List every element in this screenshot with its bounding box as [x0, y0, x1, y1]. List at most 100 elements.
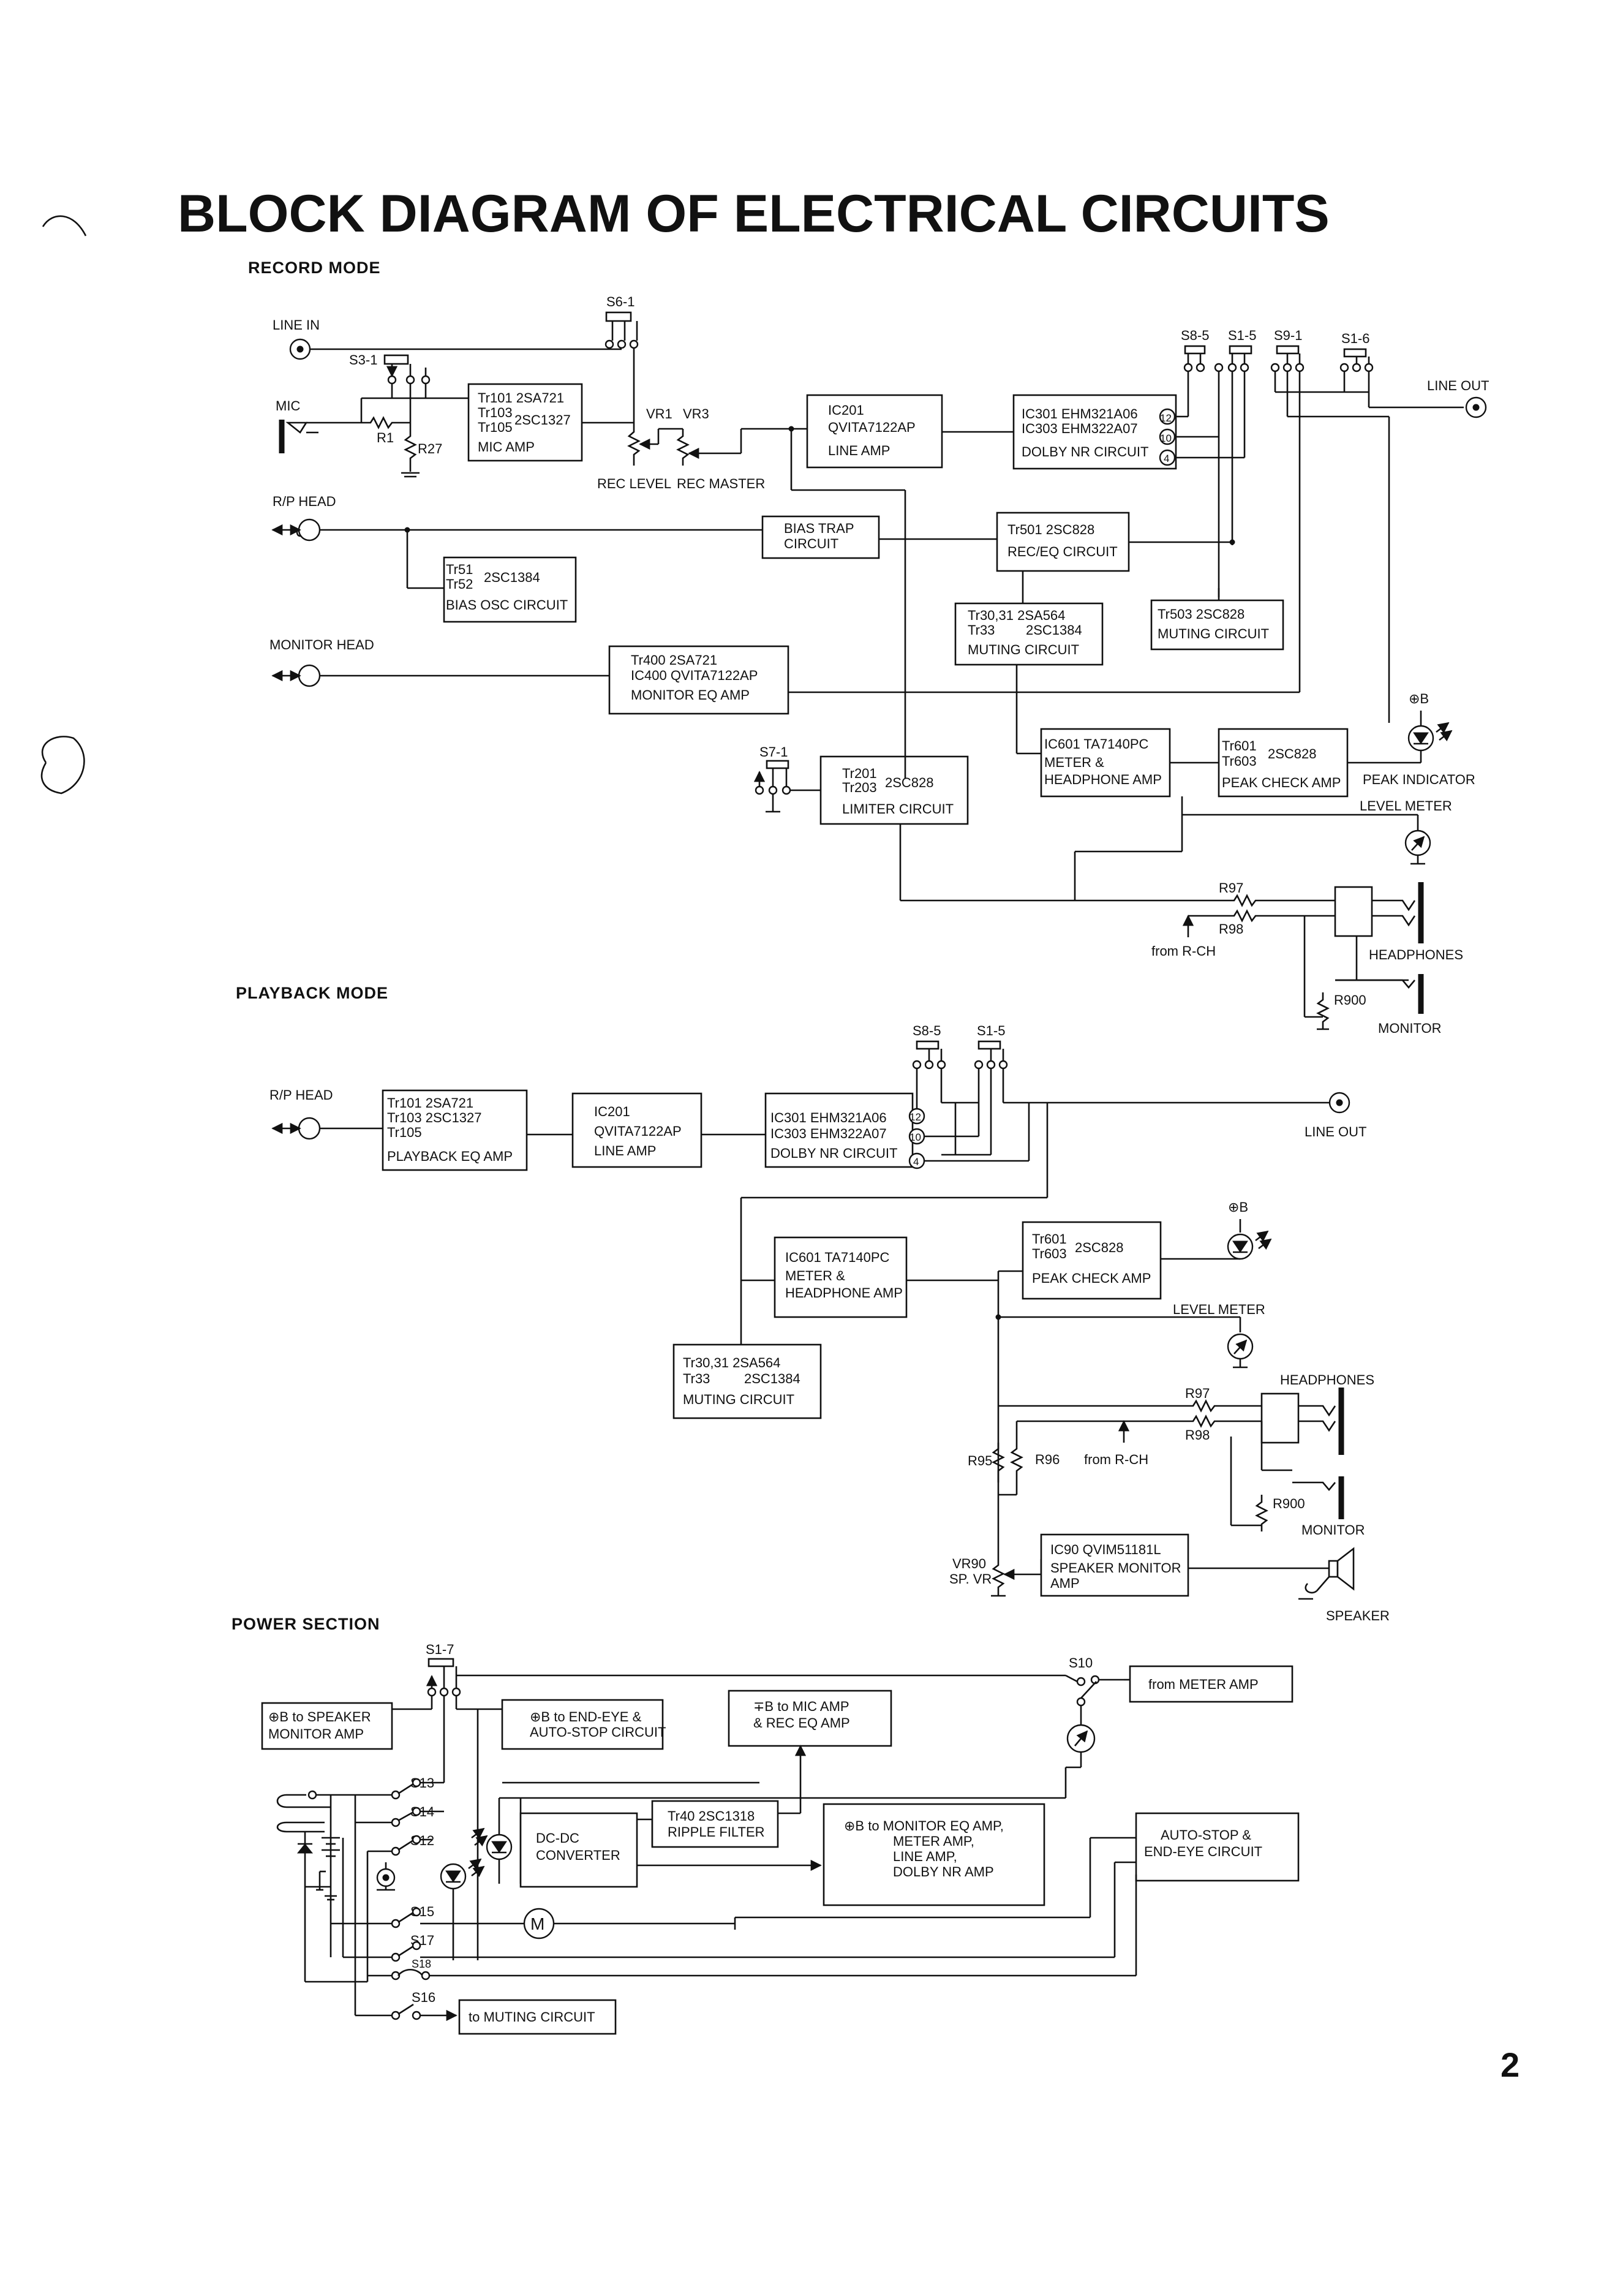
- ic301-line3: DOLBY NR CIRCUIT: [1022, 444, 1148, 459]
- r95-label: R95: [968, 1453, 992, 1468]
- level-meter-icon: [1404, 829, 1431, 865]
- pb-pin-10-label: 10: [909, 1131, 921, 1143]
- pb-tr30-line3: 2SC1384: [744, 1371, 800, 1386]
- r95-resistor: [992, 1443, 1005, 1482]
- headphones-jack-icon: [1334, 882, 1424, 981]
- from-meter-amp-label: from METER AMP: [1148, 1677, 1259, 1692]
- s3-1-switch: [383, 354, 409, 365]
- s1-7-contacts: [392, 1666, 1066, 1746]
- tr400-monitor-eq-block: [608, 645, 789, 715]
- s6-1-label: S6-1: [606, 294, 635, 309]
- pb-level-meter-label: LEVEL METER: [1173, 1302, 1265, 1317]
- s14-switch: [355, 1807, 444, 1827]
- rp-head-label: R/P HEAD: [273, 494, 336, 509]
- pb-eq-line2: Tr103 2SC1327: [387, 1110, 482, 1125]
- pb-rp-head-symbol: [271, 1117, 321, 1140]
- s7-1-label: S7-1: [759, 744, 788, 760]
- tr503-line1: Tr503 2SC828: [1158, 606, 1245, 622]
- auto-stop-end-eye-block: [1135, 1812, 1300, 1882]
- dc-dc-converter-block: [519, 1812, 638, 1888]
- level-meter-label: LEVEL METER: [1360, 798, 1452, 814]
- plus-b-end-eye-block: [501, 1699, 664, 1750]
- tr201-line4: LIMITER CIRCUIT: [842, 801, 954, 817]
- tr601-line1: Tr601: [1222, 738, 1257, 753]
- pb-eq-amp-block: [382, 1089, 528, 1171]
- pb-tr601-line4: PEAK CHECK AMP: [1032, 1271, 1151, 1286]
- ic90-line2: SPEAKER MONITOR: [1050, 1560, 1181, 1576]
- pb-peak-led-icon: [1227, 1230, 1272, 1260]
- rec-master-label: REC MASTER: [677, 476, 765, 491]
- pb-eq-line3: Tr105: [387, 1125, 422, 1140]
- ripple-filter-block: [651, 1800, 779, 1848]
- end-eye-line2: AUTO-STOP CIRCUIT: [530, 1724, 666, 1740]
- tr501-line1: Tr501 2SC828: [1007, 522, 1094, 537]
- from-meter-amp-block: [1129, 1665, 1294, 1703]
- ic601-meter-headphone-block: [1040, 728, 1171, 798]
- pb-tr601-peak-check-block: [1022, 1221, 1162, 1300]
- s15-switch: [331, 1907, 524, 1928]
- pb-s8-5-label: S8-5: [913, 1023, 941, 1038]
- r96-label: R96: [1035, 1452, 1060, 1467]
- pin-10-label: 10: [1160, 432, 1172, 444]
- r27-label: R27: [418, 441, 442, 456]
- r900-label: R900: [1334, 992, 1366, 1008]
- ripple-line1: Tr40 2SC1318: [668, 1808, 755, 1824]
- ic301-dolby-block: [1012, 394, 1177, 470]
- pb-ic601-line3: HEADPHONE AMP: [785, 1285, 903, 1301]
- ic601-line2: METER &: [1044, 755, 1104, 770]
- monitor-eq-line2: METER AMP,: [893, 1833, 974, 1849]
- pb-tr601-line2: Tr603: [1032, 1246, 1067, 1261]
- mic-amp-line4: 2SC1327: [514, 412, 571, 428]
- s18-switch: [367, 1968, 1136, 1981]
- monitor-eq-line4: DOLBY NR AMP: [893, 1864, 994, 1879]
- r98-resistor: [1188, 909, 1335, 923]
- pb-tr30-line2: Tr33: [683, 1371, 710, 1386]
- bias-trap-line2: CIRCUIT: [784, 536, 838, 551]
- ic90-line3: AMP: [1050, 1576, 1080, 1591]
- bias-osc-line3: 2SC1384: [484, 570, 540, 585]
- s1-7-switch: [427, 1658, 454, 1667]
- bias-osc-line4: BIAS OSC CIRCUIT: [446, 597, 568, 613]
- rec-level-label: REC LEVEL: [597, 476, 671, 491]
- monitor-eq-line3: LINE AMP,: [893, 1849, 957, 1864]
- pb-ic601-line2: METER &: [785, 1268, 845, 1283]
- speaker-label: SPEAKER: [1326, 1608, 1390, 1623]
- monitor-eq-line1: ⊕B to MONITOR EQ AMP,: [844, 1818, 1004, 1833]
- r97-label: R97: [1219, 880, 1243, 896]
- mic-label: MIC: [276, 398, 300, 414]
- pb-headphones-jack-icon: [1260, 1388, 1344, 1455]
- record-mode-heading: RECORD MODE: [248, 259, 381, 277]
- pb-r900-label: R900: [1273, 1496, 1305, 1511]
- bias-osc-line1: Tr51: [446, 562, 473, 577]
- playback-mode-heading: PLAYBACK MODE: [236, 984, 388, 1002]
- power-section-heading: POWER SECTION: [232, 1615, 380, 1633]
- tr601-line4: PEAK CHECK AMP: [1222, 775, 1341, 790]
- monitor-label: MONITOR: [1378, 1021, 1441, 1036]
- tr400-line2: IC400 QVITA7122AP: [631, 668, 758, 683]
- vr90-pot: [992, 1559, 1005, 1596]
- autostop-line1: AUTO-STOP &: [1161, 1827, 1251, 1843]
- lamp-icon: [376, 1868, 396, 1887]
- ic201-line3: LINE AMP: [828, 443, 890, 458]
- s12-switch: [366, 1835, 432, 1982]
- tr201-line2: Tr203: [842, 780, 877, 795]
- tr201-line3: 2SC828: [885, 775, 934, 790]
- mic-amp-line5: MIC AMP: [478, 439, 535, 455]
- r97-resistor: [1225, 894, 1335, 907]
- tr503-muting-block: [1150, 599, 1284, 651]
- page-title: BLOCK DIAGRAM OF ELECTRICAL CIRCUITS: [178, 184, 1330, 243]
- r900-resistor: [1316, 992, 1330, 1029]
- plus-b-mic-amp-block: [728, 1690, 892, 1747]
- power-section: POWER SECTION S1-7 ⊕B to SPEAKER MONITOR…: [232, 1615, 1300, 2035]
- s1-7-label: S1-7: [426, 1642, 454, 1657]
- headphones-label: HEADPHONES: [1369, 947, 1463, 962]
- motor-label: M: [530, 1914, 544, 1933]
- s10-label: S10: [1069, 1655, 1093, 1671]
- pb-pin-4-label: 4: [913, 1156, 919, 1168]
- motor-icon: M: [523, 1908, 555, 1939]
- s13-switch: [391, 1746, 445, 1800]
- mic-amp-line1: Tr101 2SA721: [478, 390, 564, 406]
- to-muting-circuit-block: [458, 1999, 617, 2035]
- pb-eq-line1: Tr101 2SA721: [387, 1095, 473, 1111]
